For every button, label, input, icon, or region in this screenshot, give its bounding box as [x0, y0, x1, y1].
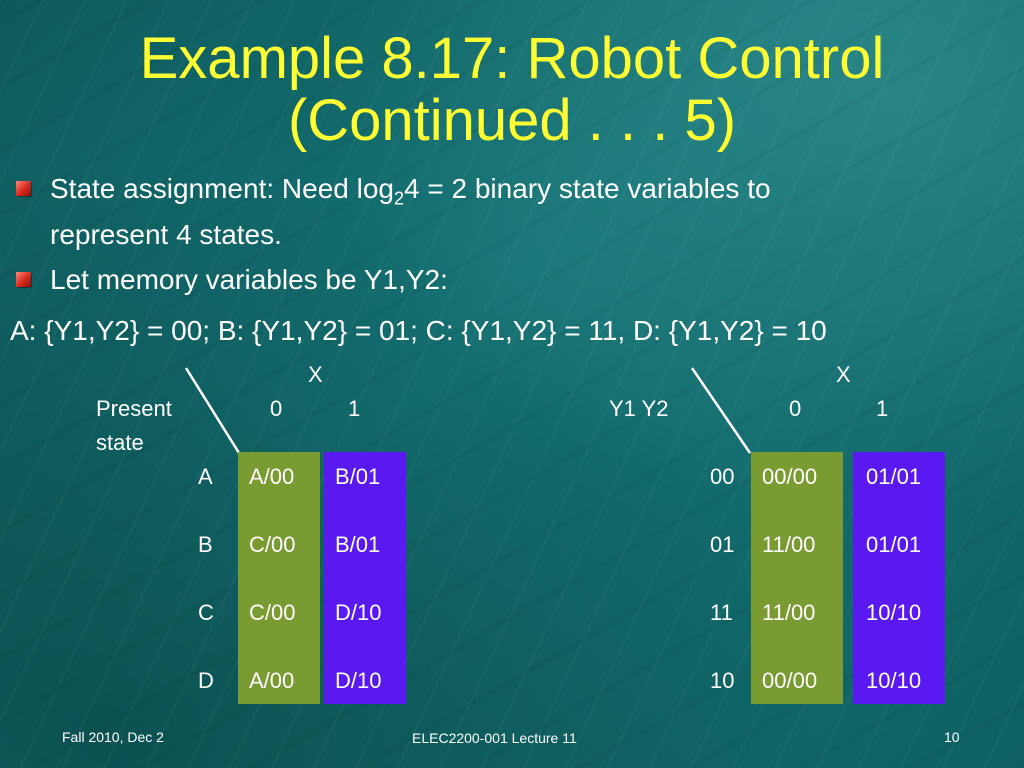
left-row-label: A	[198, 464, 213, 489]
left-cell: B/01	[335, 532, 381, 557]
left-row-label: C	[198, 600, 214, 625]
title-line-2: (Continued . . . 5)	[287, 88, 737, 153]
left-cell: B/01	[335, 464, 381, 489]
bullet-marker-icon	[16, 272, 31, 287]
left-x-label: X	[308, 362, 323, 387]
right-x-label: X	[836, 362, 851, 387]
state-assignment-line: A: {Y1,Y2} = 00; B: {Y1,Y2} = 01; C: {Y1…	[10, 315, 827, 346]
right-col-x1-bg	[853, 452, 945, 704]
left-cell: A/00	[249, 668, 295, 693]
left-cell: D/10	[335, 600, 382, 625]
bullet-memory-variables: Let memory variables be Y1,Y2:	[50, 264, 448, 295]
right-cell: 11/00	[762, 532, 816, 557]
slide-title: Example 8.17: Robot Control (Continued .…	[0, 28, 1024, 152]
bullet-text: State assignment: Need log	[50, 173, 394, 204]
right-cell: 00/00	[762, 464, 818, 489]
left-cell: A/00	[249, 464, 295, 489]
bullet-text-cont: 4 = 2 binary state variables to	[404, 173, 771, 204]
left-col-header-0: 0	[270, 396, 283, 421]
right-row-header: Y1 Y2	[609, 396, 669, 421]
title-line-1: Example 8.17: Robot Control	[139, 26, 885, 91]
left-col-header-1: 1	[348, 396, 361, 421]
left-col-x0-bg	[238, 452, 320, 704]
right-cell: 11/00	[762, 600, 816, 625]
bullet-state-assignment: State assignment: Need log24 = 2 binary …	[50, 171, 1010, 253]
left-cell: D/10	[335, 668, 382, 693]
right-col-header-1: 1	[876, 396, 889, 421]
right-row-label: 00	[710, 464, 735, 489]
bullet-marker-icon	[16, 181, 31, 196]
footer-page-number: 10	[944, 729, 960, 745]
right-cell: 01/01	[866, 532, 922, 557]
left-row-header-state: state	[96, 430, 144, 455]
bullet-text-line2: represent 4 states.	[50, 218, 282, 250]
right-col-x0-bg	[751, 452, 843, 704]
left-cell: C/00	[249, 532, 296, 557]
footer-date: Fall 2010, Dec 2	[62, 729, 164, 745]
right-row-label: 11	[710, 600, 733, 625]
right-cell: 00/00	[762, 668, 818, 693]
right-row-label: 01	[710, 532, 735, 557]
right-cell: 01/01	[866, 464, 922, 489]
footer-course: ELEC2200-001 Lecture 11	[412, 730, 577, 746]
left-cell: C/00	[249, 600, 296, 625]
right-col-header-0: 0	[789, 396, 802, 421]
right-row-label: 10	[710, 668, 735, 693]
left-row-header-present: Present	[96, 396, 172, 421]
left-row-label: B	[198, 532, 213, 557]
left-col-x1-bg	[324, 452, 406, 704]
left-row-label: D	[198, 668, 214, 693]
right-cell: 10/10	[866, 600, 922, 625]
log-base-subscript: 2	[393, 188, 404, 209]
right-cell: 10/10	[866, 668, 922, 693]
